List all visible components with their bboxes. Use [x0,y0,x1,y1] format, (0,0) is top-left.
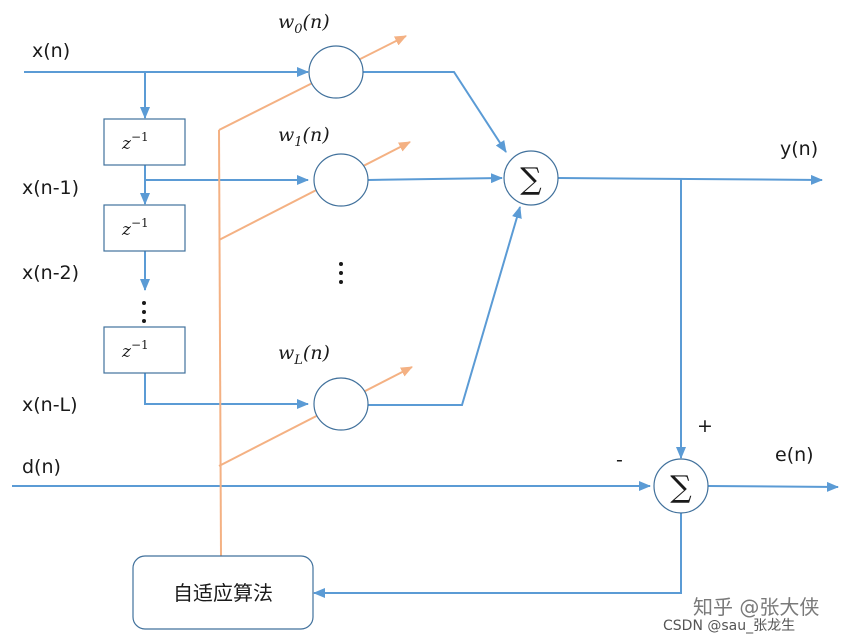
label-xn2: x(n-2) [22,262,79,284]
wire-adapt-wL [218,366,413,467]
wire-sum-to-yn [557,174,823,185]
delay-box-2: z−1 [103,204,186,252]
delay-boxes: z−1 z−1 z−1 [103,118,186,374]
watermark-csdn: CSDN @sau_张龙生 [663,618,795,634]
weight-ellipsis [339,262,343,284]
wire-error-feedback [313,512,682,598]
weight-node-w1 [313,153,369,207]
delay-box-1: z−1 [103,118,186,166]
label-w0: w0(n) [278,11,330,37]
label-xnL: x(n-L) [22,394,78,416]
weight-nodes [308,45,369,431]
svg-text:∑: ∑ [670,470,692,505]
label-wL: wL(n) [278,342,330,368]
weight-node-wL [313,377,369,431]
weight-node-w0 [308,45,364,99]
wire-adapt-w1 [218,141,411,241]
delay-box-L: z−1 [103,326,186,374]
signal-wires [12,67,839,598]
label-xn: x(n) [32,40,70,62]
label-xn1: x(n-1) [22,177,79,199]
label-dn: d(n) [22,456,61,478]
svg-text:∑: ∑ [520,162,542,197]
adaptive-algorithm-block: 自适应算法 [132,555,314,630]
wire-w0-to-sum [362,71,507,153]
label-plus: + [697,415,713,437]
error-summer: ∑ [653,458,709,514]
svg-text:z−1: z−1 [121,130,149,154]
wire-error-to-en [707,481,839,492]
wire-wL-to-sum [368,206,522,406]
wire-xnL-to-wL [144,373,309,409]
label-w1: w1(n) [278,124,330,150]
delay-ellipsis [142,301,146,323]
wire-w1-to-sum [367,173,503,184]
output-summer: ∑ [503,150,559,206]
label-minus: - [616,449,623,471]
svg-text:z−1: z−1 [121,216,149,240]
label-en: e(n) [775,444,814,466]
watermark-zhihu: 知乎 @张大侠 [693,595,819,619]
label-yn: y(n) [780,138,818,160]
svg-text:自适应算法: 自适应算法 [173,581,273,605]
wire-adapt-trunk [218,129,222,557]
svg-text:z−1: z−1 [121,338,149,362]
adaptation-wires [218,35,413,557]
